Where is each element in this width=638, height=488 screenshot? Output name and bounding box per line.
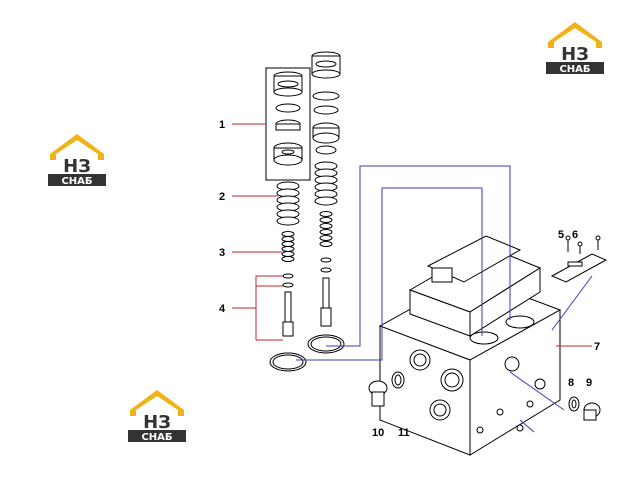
logo-bottom-text: СНАБ bbox=[61, 176, 92, 187]
cover-plate-parts bbox=[550, 235, 608, 283]
callout-8: 8 bbox=[568, 377, 574, 389]
watermark-logo-left: НЗ СНАБ bbox=[46, 132, 108, 188]
callout-3: 3 bbox=[219, 247, 225, 259]
logo-top-text: НЗ bbox=[561, 44, 589, 65]
callout-1: 1 bbox=[219, 119, 225, 131]
watermark-logo-top-right: НЗ СНАБ bbox=[544, 20, 606, 76]
logo-top-text: НЗ bbox=[63, 156, 91, 177]
spring-small-left bbox=[281, 231, 295, 262]
callout-labels: 1 2 3 4 5 6 7 8 9 10 11 bbox=[219, 119, 600, 439]
callout-5: 5 bbox=[558, 229, 564, 241]
spool-assembly-left bbox=[265, 67, 311, 372]
spring-small-right bbox=[319, 211, 333, 247]
leader-lines bbox=[232, 123, 593, 433]
valve-body bbox=[378, 235, 562, 456]
callout-2: 2 bbox=[219, 191, 225, 203]
logo-bottom-text: СНАБ bbox=[141, 432, 172, 443]
logo-top-text: НЗ bbox=[143, 412, 171, 433]
spring-large-left bbox=[276, 181, 300, 226]
callout-7: 7 bbox=[594, 341, 600, 353]
callout-9: 9 bbox=[586, 377, 592, 389]
callout-11: 11 bbox=[398, 427, 410, 439]
callout-4: 4 bbox=[219, 303, 226, 315]
spool-assembly-right bbox=[307, 51, 345, 354]
callout-10: 10 bbox=[372, 427, 384, 439]
watermark-logo-bottom-left: НЗ СНАБ bbox=[126, 388, 188, 444]
plugs-and-seals bbox=[368, 371, 601, 421]
spring-large-right bbox=[314, 161, 338, 206]
logo-bottom-text: СНАБ bbox=[559, 64, 590, 75]
callout-6: 6 bbox=[572, 229, 578, 241]
